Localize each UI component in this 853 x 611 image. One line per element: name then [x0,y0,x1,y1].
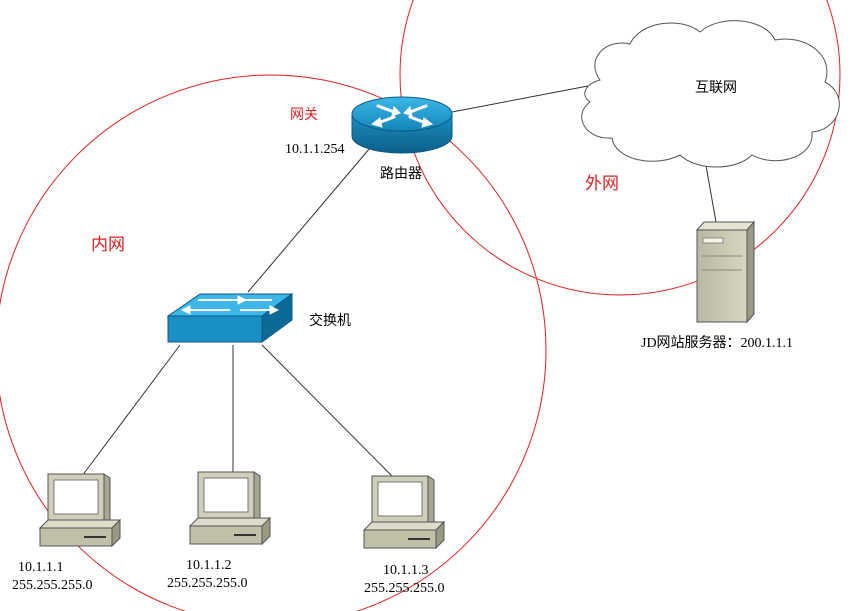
host-3-mask: 255.255.255.0 [364,581,445,596]
link-switch-host3 [261,344,393,477]
router-icon [351,96,453,154]
host-computer-3: 10.1.1.3 255.255.255.0 [362,475,446,596]
host-2-ip: 10.1.1.2 [186,558,232,573]
server-label: JD网站服务器：200.1.1.1 [641,335,793,351]
host-1-ip: 10.1.1.1 [18,560,64,575]
computer-icon [188,471,272,546]
switch-icon [166,293,294,343]
switch-label: 交换机 [309,312,351,329]
link-router-switch [247,147,371,293]
internet-label: 互联网 [695,80,737,96]
network-links [81,85,717,477]
host-computer-2: 10.1.1.2 255.255.255.0 [167,471,272,591]
computer-icon [362,475,446,550]
server-icon [695,220,756,324]
inner-network-zone [0,74,547,611]
outer-network-label: 外网 [585,174,619,193]
host-2-mask: 255.255.255.0 [167,576,248,591]
host-3-ip: 10.1.1.3 [383,563,429,578]
router-label: 路由器 [380,166,422,182]
gateway-label: 网关 [290,107,318,123]
inner-network-label: 内网 [91,235,125,254]
link-router-internet [451,85,589,113]
host-1-mask: 255.255.255.0 [12,578,93,593]
outer-network-zone [399,0,841,296]
computer-icon [38,473,122,548]
router-ip: 10.1.1.254 [285,142,345,157]
link-internet-server [704,159,717,223]
link-switch-host1 [81,344,181,477]
internet-cloud-icon [581,20,840,168]
host-computer-1: 10.1.1.1 255.255.255.0 [12,473,122,593]
